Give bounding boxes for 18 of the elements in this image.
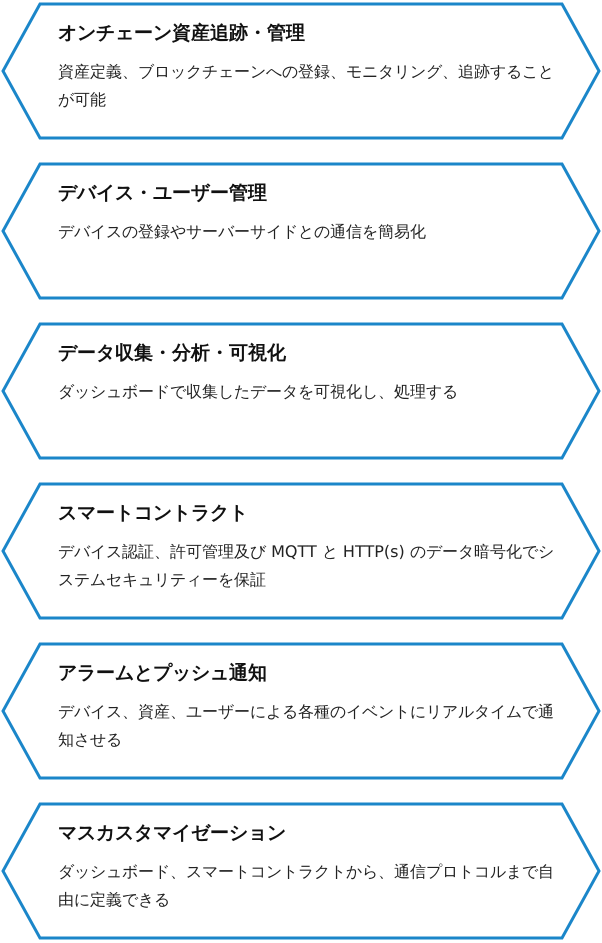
heading: デバイス・ユーザー管理 <box>58 181 267 206</box>
description: ダッシュボードで収集したデータを可視化し、処理する <box>58 381 459 403</box>
hexagon-box <box>0 482 602 620</box>
hexagon-box <box>0 642 602 780</box>
heading: アラームとプッシュ通知 <box>58 661 267 686</box>
description: デバイス認証、許可管理及び MQTT と HTTP(s) のデータ暗号化でシステムセキュリティーを保証 <box>58 541 555 591</box>
heading: データ収集・分析・可視化 <box>58 341 286 366</box>
hexagon-box <box>0 322 602 460</box>
hexagon-box <box>0 802 602 940</box>
description: ダッシュボード、スマートコントラクトから、通信プロトコルまで自由に定義できる <box>58 861 555 911</box>
heading: マスカスタマイゼーション <box>58 821 286 846</box>
heading: オンチェーン資産追跡・管理 <box>58 21 305 46</box>
hexagon-box <box>0 162 602 300</box>
description: デバイスの登録やサーバーサイドとの通信を簡易化 <box>58 221 427 243</box>
description: デバイス、資産、ユーザーによる各種のイベントにリアルタイムで通知させる <box>58 701 555 751</box>
heading: スマートコントラクト <box>58 501 248 526</box>
description: 資産定義、ブロックチェーンへの登録、モニタリング、追跡することが可能 <box>58 61 555 111</box>
hexagon-box <box>0 2 602 140</box>
